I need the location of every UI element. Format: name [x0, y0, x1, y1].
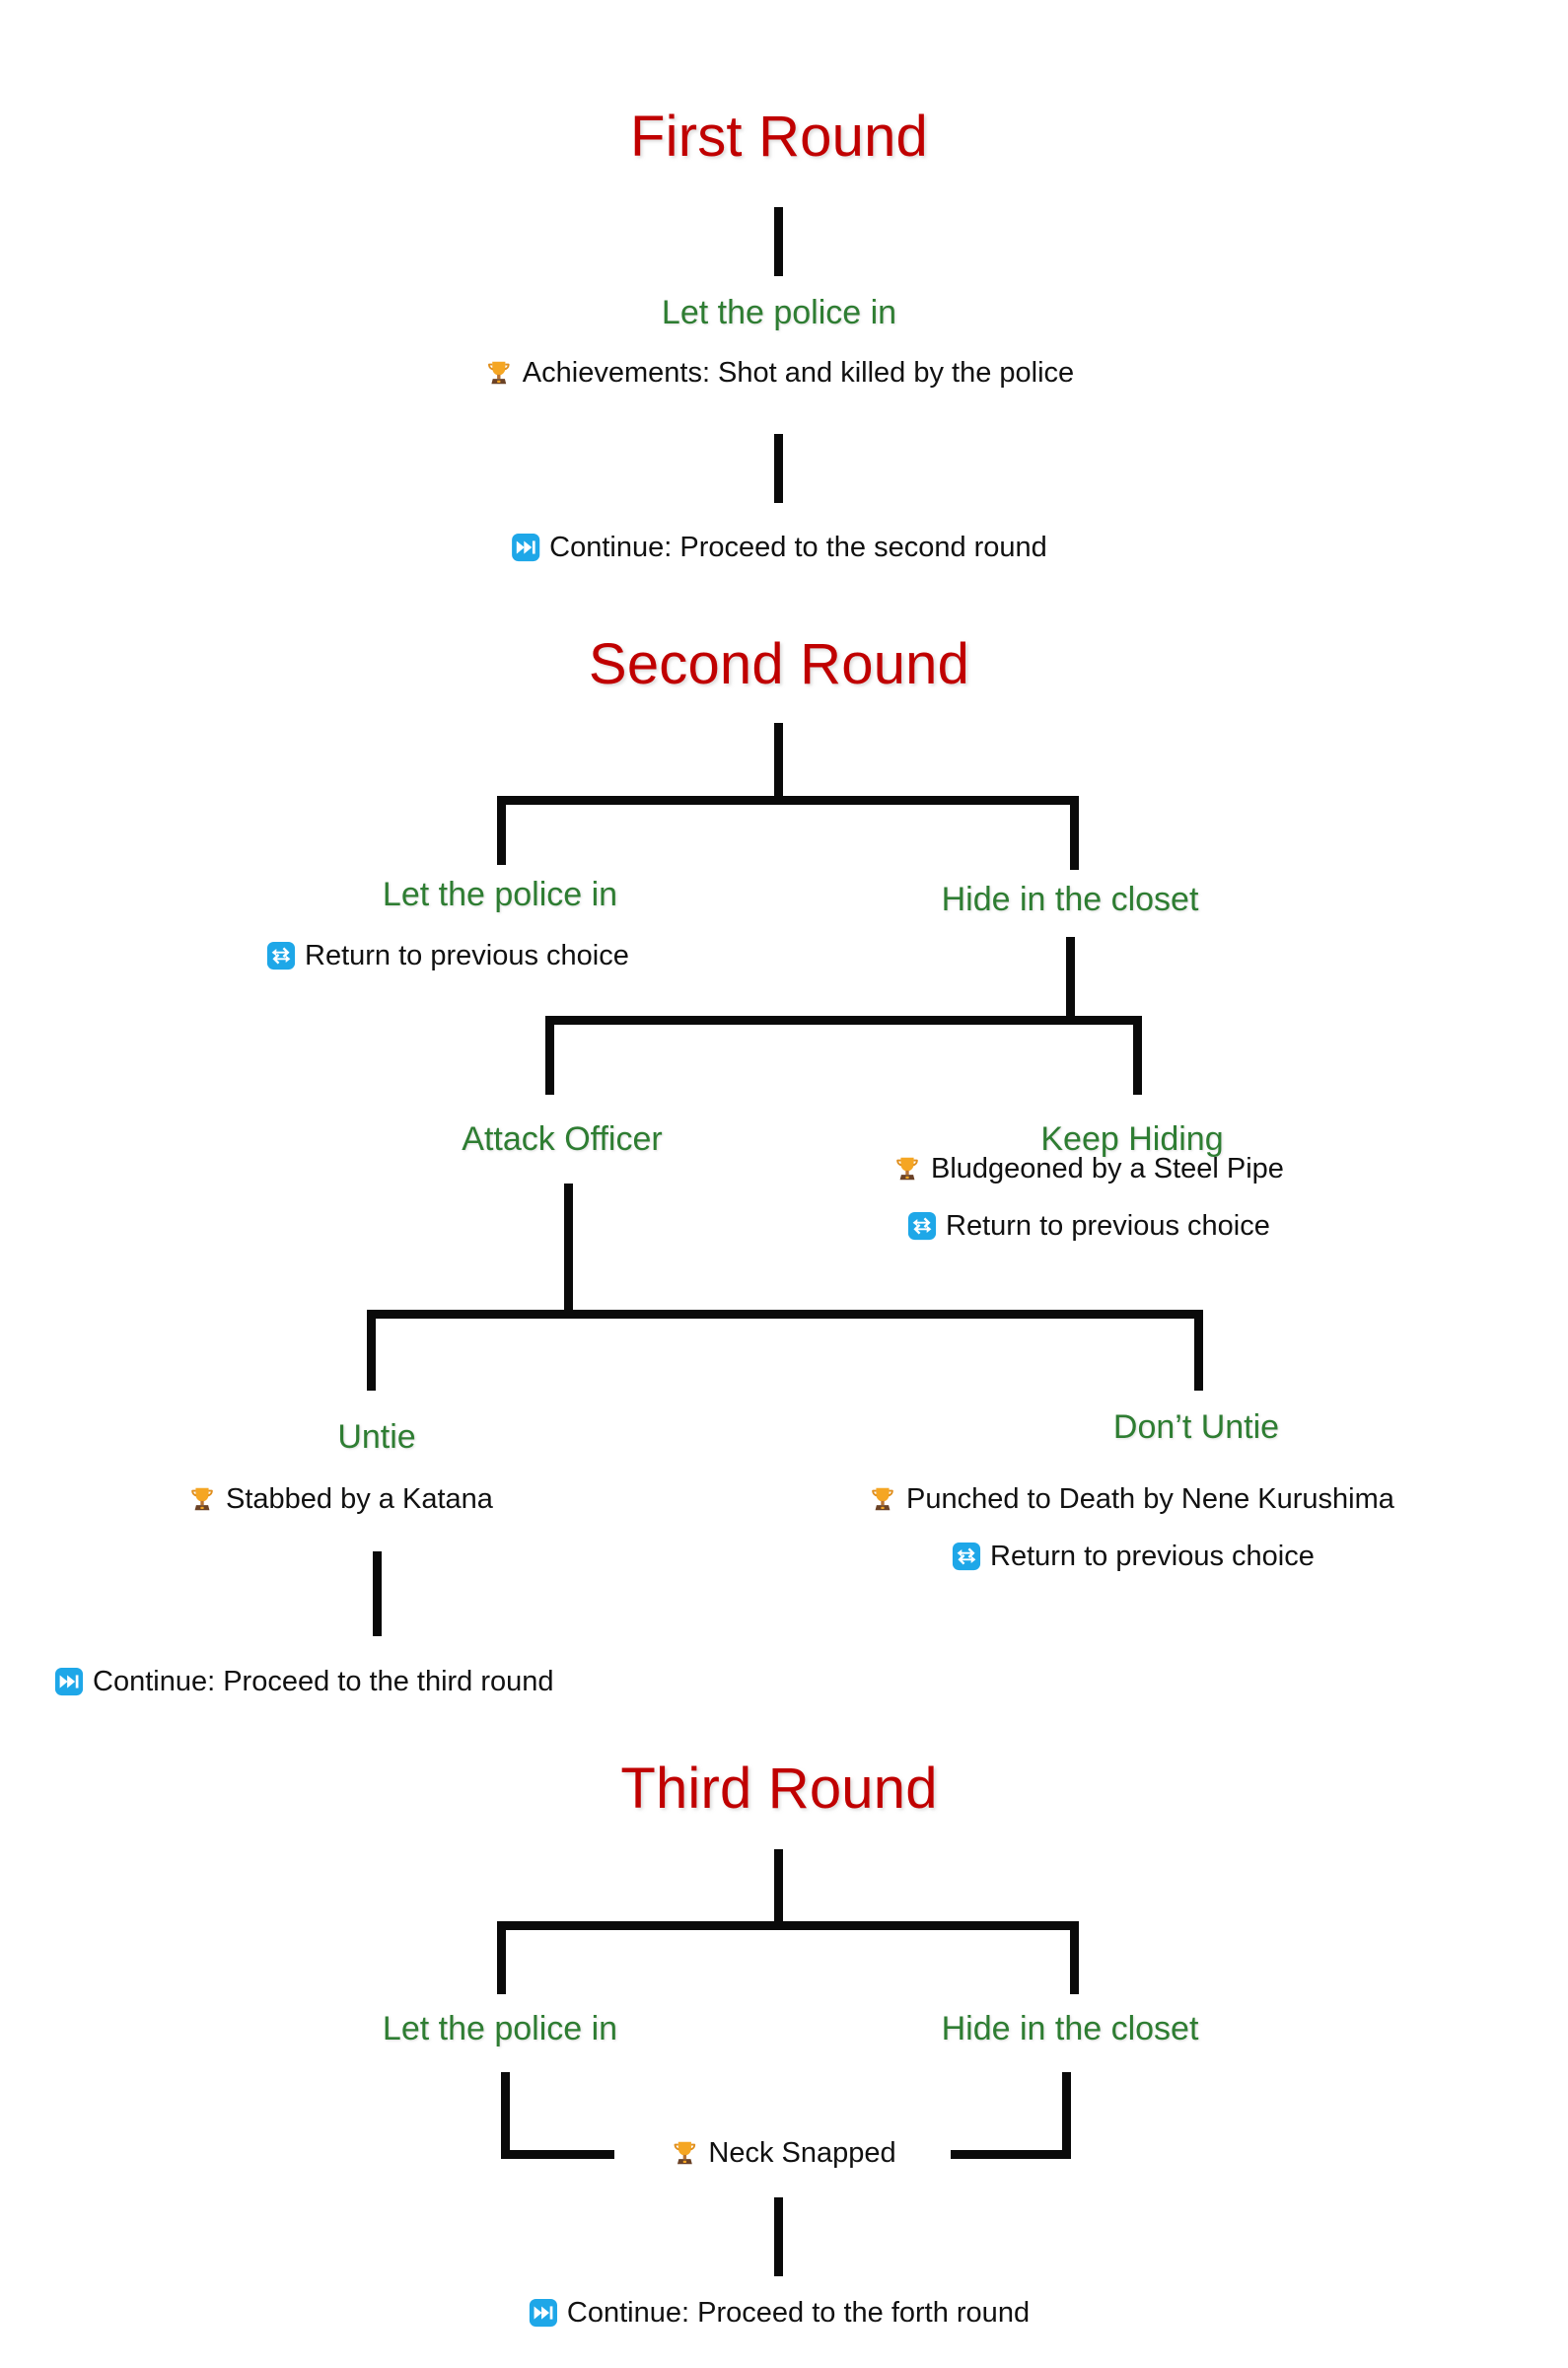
- annotation-text: Achievements: Shot and killed by the pol…: [522, 356, 1075, 389]
- connector-third-bar: [497, 1921, 1079, 1930]
- connector-first-to-transition: [774, 434, 783, 503]
- merge-third-neck-snapped: Neck Snapped: [670, 2136, 896, 2169]
- trophy-icon: [670, 2138, 699, 2168]
- trophy-icon: [484, 358, 514, 388]
- connector-second-right-drop: [1070, 796, 1079, 870]
- connector-attack-stem: [564, 1184, 573, 1312]
- connector-third-to-transition: [774, 2197, 783, 2276]
- annotation-first-achievement: Achievements: Shot and killed by the pol…: [484, 358, 1074, 388]
- choice-second-dont-untie[interactable]: Don’t Untie: [1112, 1408, 1280, 1446]
- transition-text: Continue: Proceed to the second round: [549, 531, 1047, 563]
- connector-attack-right-drop: [1194, 1310, 1203, 1391]
- connector-third-right-merge-across: [951, 2150, 1071, 2159]
- repeat-icon: [266, 941, 296, 970]
- fast-forward-icon: [529, 2298, 558, 2328]
- annotation-dont-untie-return: Return to previous choice: [952, 1542, 1315, 1571]
- repeat-icon: [907, 1211, 937, 1241]
- trophy-icon: [868, 1484, 897, 1514]
- connector-hide-stem: [1066, 937, 1075, 1021]
- connector-second-bar: [497, 796, 1079, 805]
- connector-third-left-drop: [497, 1921, 506, 1994]
- repeat-icon: [952, 1542, 981, 1571]
- annotation-text: Return to previous choice: [990, 1540, 1315, 1572]
- choice-second-untie[interactable]: Untie: [337, 1418, 416, 1456]
- connector-hide-left-drop: [545, 1016, 554, 1095]
- merge-text: Neck Snapped: [708, 2136, 896, 2169]
- transition-text: Continue: Proceed to the third round: [93, 1665, 554, 1697]
- round-heading-second: Second Round: [588, 632, 970, 696]
- annotation-text: Return to previous choice: [305, 939, 629, 971]
- connector-attack-bar: [367, 1310, 1203, 1319]
- connector-third-right-merge-down: [1062, 2072, 1071, 2159]
- choice-second-let-police-in[interactable]: Let the police in: [382, 876, 618, 913]
- annotation-keep-hiding-return: Return to previous choice: [907, 1211, 1270, 1241]
- transition-third-continue: Continue: Proceed to the forth round: [529, 2298, 1030, 2328]
- choice-third-hide-in-closet[interactable]: Hide in the closet: [941, 2010, 1199, 2047]
- annotation-text: Bludgeoned by a Steel Pipe: [931, 1152, 1284, 1184]
- connector-first-to-choice: [774, 207, 783, 276]
- annotation-text: Return to previous choice: [946, 1209, 1270, 1242]
- connector-third-stem: [774, 1849, 783, 1928]
- round-heading-first: First Round: [630, 105, 928, 169]
- choice-third-let-police-in[interactable]: Let the police in: [382, 2010, 618, 2047]
- annotation-keep-hiding-achievement: Bludgeoned by a Steel Pipe: [892, 1154, 1284, 1184]
- connector-second-left-drop: [497, 796, 506, 865]
- choice-second-hide-in-closet[interactable]: Hide in the closet: [941, 881, 1199, 918]
- connector-third-left-merge-across: [501, 2150, 614, 2159]
- trophy-icon: [892, 1154, 922, 1184]
- annotation-dont-untie-achievement: Punched to Death by Nene Kurushima: [868, 1484, 1394, 1514]
- choice-second-attack-officer[interactable]: Attack Officer: [462, 1120, 663, 1158]
- connector-second-stem: [774, 723, 783, 804]
- transition-text: Continue: Proceed to the forth round: [566, 2296, 1031, 2329]
- fast-forward-icon: [54, 1667, 84, 1696]
- transition-second-continue: Continue: Proceed to the third round: [54, 1667, 554, 1696]
- choice-second-keep-hiding[interactable]: Keep Hiding: [1040, 1120, 1224, 1158]
- annotation-second-let-police-in-return: Return to previous choice: [266, 941, 629, 970]
- trophy-icon: [187, 1484, 217, 1514]
- transition-first-continue: Continue: Proceed to the second round: [511, 533, 1047, 562]
- annotation-untie-achievement: Stabbed by a Katana: [187, 1484, 493, 1514]
- annotation-text: Stabbed by a Katana: [226, 1482, 493, 1515]
- fast-forward-icon: [511, 533, 540, 562]
- connector-attack-left-drop: [367, 1310, 376, 1391]
- connector-untie-to-transition: [373, 1551, 382, 1636]
- connector-hide-right-drop: [1133, 1016, 1142, 1095]
- connector-third-right-drop: [1070, 1921, 1079, 1994]
- connector-hide-bar: [545, 1016, 1142, 1025]
- choice-first-let-police-in[interactable]: Let the police in: [661, 294, 897, 331]
- round-heading-third: Third Round: [620, 1757, 938, 1821]
- connector-third-left-merge-down: [501, 2072, 510, 2159]
- annotation-text: Punched to Death by Nene Kurushima: [906, 1482, 1394, 1515]
